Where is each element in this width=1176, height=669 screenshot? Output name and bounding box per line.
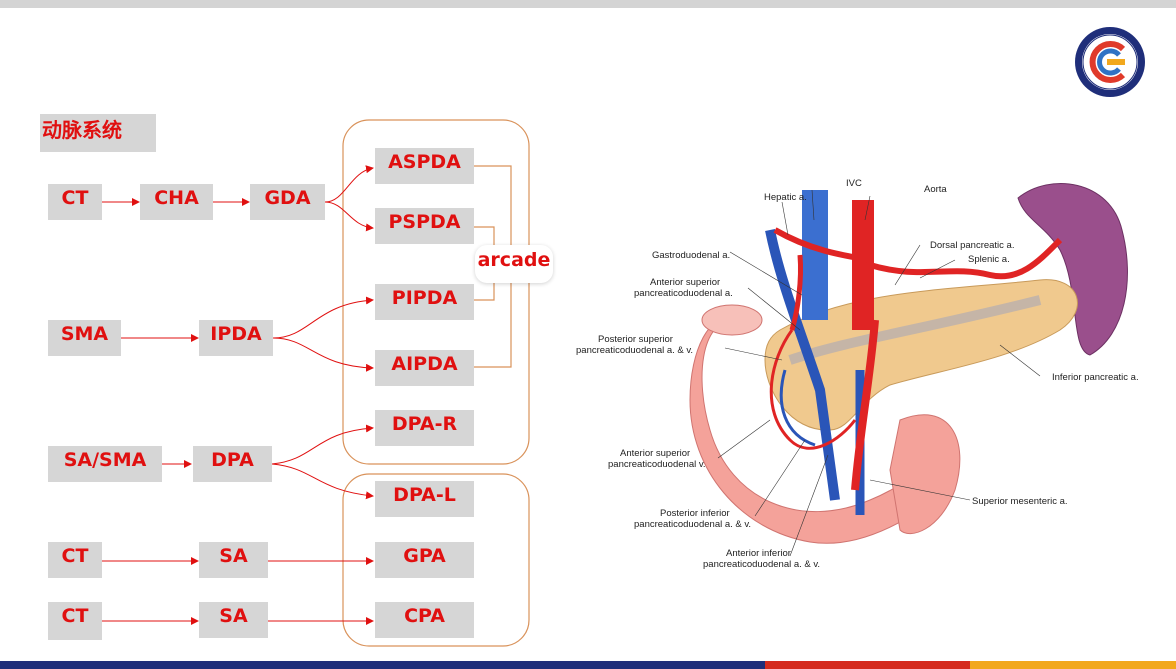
institution-logo-icon — [1075, 27, 1145, 97]
gastroduodenal-artery — [789, 254, 803, 331]
arrow-dpa-dpal — [271, 463, 374, 500]
node-ct-3: CT — [48, 602, 102, 640]
label-post-sup-1: Posterior superior — [598, 334, 673, 345]
node-sa-2: SA — [199, 602, 268, 638]
node-dpa: DPA — [193, 446, 272, 482]
label-hepatic: Hepatic a. — [764, 192, 807, 203]
label-sup-mes: Superior mesenteric a. — [972, 496, 1068, 507]
node-pipda: PIPDA — [375, 284, 474, 320]
node-gda: GDA — [250, 184, 325, 220]
label-ant-inf-1: Anterior inferior — [726, 548, 791, 559]
label-inf-panc: Inferior pancreatic a. — [1052, 372, 1139, 383]
aorta-vessel — [852, 200, 874, 330]
label-post-sup-2: pancreaticoduodenal a. & v. — [576, 345, 693, 356]
label-aorta: Aorta — [924, 184, 947, 195]
label-dorsal: Dorsal pancreatic a. — [930, 240, 1014, 251]
node-ct-1: CT — [48, 184, 102, 220]
node-aipda: AIPDA — [375, 350, 474, 386]
bottom-bar-navy — [0, 661, 765, 669]
arrow-gda-pspda — [324, 201, 374, 232]
label-ant-sup-2: pancreaticoduodenal a. — [634, 288, 733, 299]
pancreas-shape — [764, 279, 1078, 431]
splenic-artery — [869, 237, 1063, 280]
hepatic-artery — [773, 227, 871, 263]
label-gastroduodenal: Gastroduodenal a. — [652, 250, 730, 261]
group-outline-upper — [342, 119, 530, 465]
node-pspda: PSPDA — [375, 208, 474, 244]
page-title: 动脉系统 — [42, 118, 122, 142]
portal-vein — [765, 229, 840, 501]
top-bar — [0, 0, 1176, 8]
duodenum-opening — [701, 304, 763, 336]
arrow-dpa-dpar — [271, 424, 374, 465]
pancreatic-duct — [788, 295, 1042, 365]
label-ant-sup-v-2: pancreaticoduodenal v. — [608, 459, 706, 470]
node-gpa: GPA — [375, 542, 474, 578]
node-aspda: ASPDA — [375, 148, 474, 184]
arrow-ipda-aipda — [272, 337, 374, 372]
node-cha: CHA — [140, 184, 213, 220]
label-ivc: IVC — [846, 178, 862, 189]
arrow-ipda-pipda — [272, 296, 374, 339]
jejunum-shape — [889, 414, 961, 535]
bottom-bar-red — [765, 661, 970, 669]
group-outline-lower — [342, 473, 530, 647]
arcade-label: arcade — [475, 245, 553, 283]
label-splenic: Splenic a. — [968, 254, 1010, 265]
label-ant-sup-v-1: Anterior superior — [620, 448, 690, 459]
arrow-gda-aspda — [324, 165, 374, 203]
node-sma: SMA — [48, 320, 121, 356]
node-ipda: IPDA — [199, 320, 273, 356]
node-ct-2: CT — [48, 542, 102, 578]
node-cpa: CPA — [375, 602, 474, 638]
node-sa-sma: SA/SMA — [48, 446, 162, 482]
node-sa-1: SA — [199, 542, 268, 578]
ivc-vessel — [802, 190, 828, 320]
label-post-inf-1: Posterior inferior — [660, 508, 730, 519]
node-dpa-r: DPA-R — [375, 410, 474, 446]
pd-arcade-vein — [779, 369, 816, 447]
node-dpa-l: DPA-L — [375, 481, 474, 517]
label-ant-sup-1: Anterior superior — [650, 277, 720, 288]
pancreas-anatomy-illustration: IVC Aorta Hepatic a. Gastroduodenal a. A… — [576, 178, 1139, 570]
title-background — [40, 114, 156, 152]
label-ant-inf-2: pancreaticoduodenal a. & v. — [703, 559, 820, 570]
sma-vessel — [851, 319, 879, 491]
bottom-bar-gold — [970, 661, 1176, 669]
label-post-inf-2: pancreaticoduodenal a. & v. — [634, 519, 751, 530]
